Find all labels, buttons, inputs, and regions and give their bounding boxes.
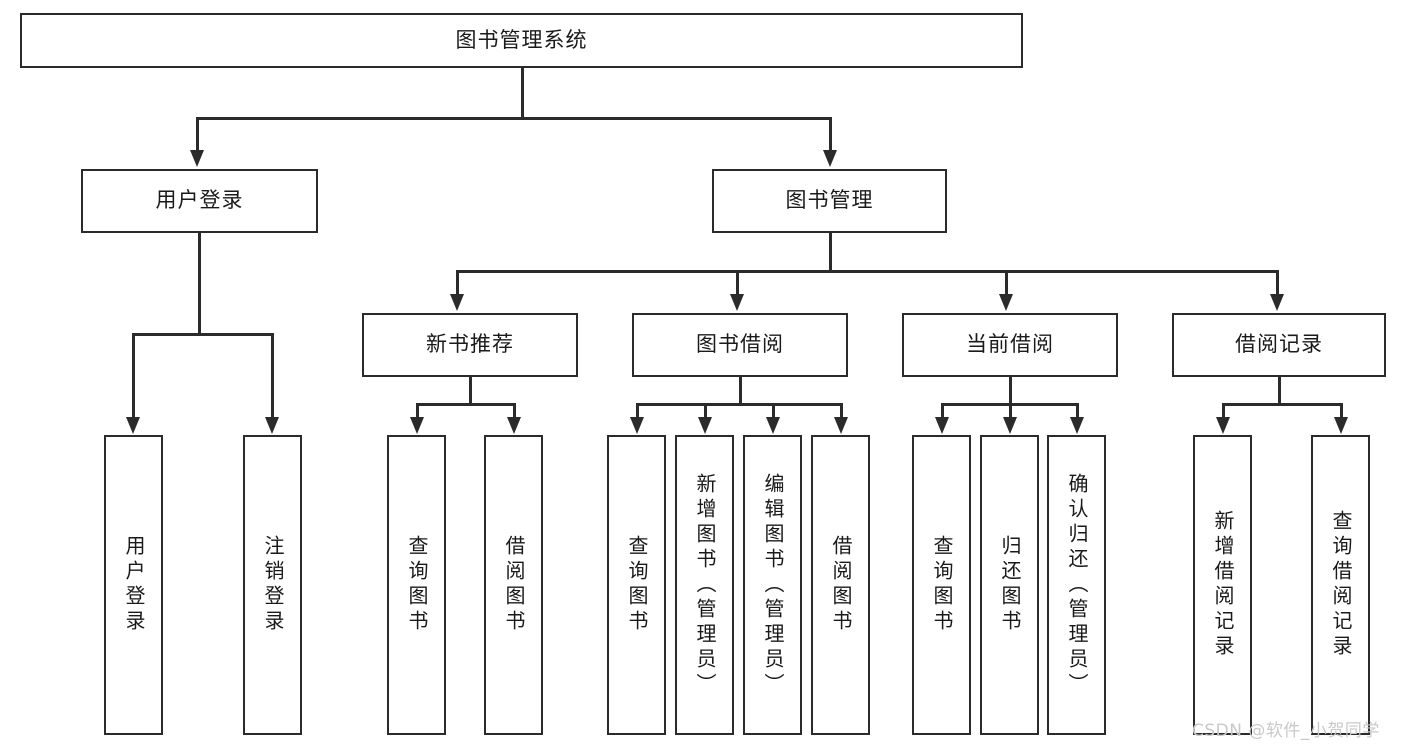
arrowhead-leaf-query-record bbox=[1334, 417, 1348, 434]
node-label: 当前借阅 bbox=[966, 332, 1054, 357]
arrowhead-leaf-borrow-book-1 bbox=[507, 417, 521, 434]
node-label: 借阅图书 bbox=[502, 535, 526, 635]
arrowhead-borrow-record bbox=[1270, 294, 1284, 311]
leaf-confirm-return[interactable]: 确认归还（管理员） bbox=[1047, 435, 1106, 735]
connector-book-management-stem bbox=[829, 233, 832, 272]
connector-cb-drop-1 bbox=[941, 403, 944, 418]
leaf-return-book[interactable]: 归还图书 bbox=[980, 435, 1039, 735]
leaf-borrow-book-1[interactable]: 借阅图书 bbox=[484, 435, 543, 735]
leaf-add-record[interactable]: 新增借阅记录 bbox=[1193, 435, 1252, 735]
arrowhead-leaf-query-book-2 bbox=[630, 417, 644, 434]
node-label: 查询图书 bbox=[930, 535, 954, 635]
connector-br-bus bbox=[1222, 403, 1342, 406]
leaf-query-record[interactable]: 查询借阅记录 bbox=[1311, 435, 1370, 735]
connector-nbr-stem bbox=[469, 377, 472, 405]
node-label: 借阅记录 bbox=[1235, 332, 1323, 357]
connector-user-login-bus bbox=[132, 333, 273, 336]
node-label: 图书管理系统 bbox=[455, 27, 588, 52]
node-book-management[interactable]: 图书管理 bbox=[712, 169, 947, 233]
connector-br-drop-2 bbox=[1340, 403, 1343, 418]
node-label: 用户登录 bbox=[155, 188, 244, 213]
connector-bm-drop-2 bbox=[736, 270, 739, 295]
connector-cb-drop-2 bbox=[1009, 403, 1012, 418]
node-label: 归还图书 bbox=[998, 535, 1022, 635]
node-label: 新增图书（管理员） bbox=[693, 472, 717, 698]
arrowhead-leaf-add-record bbox=[1216, 417, 1230, 434]
arrowhead-to-user-login bbox=[190, 150, 204, 167]
node-label: 查询图书 bbox=[625, 535, 649, 635]
connector-nbr-bus bbox=[416, 403, 516, 406]
connector-user-login-drop-1 bbox=[132, 333, 135, 418]
node-label: 用户登录 bbox=[122, 535, 146, 635]
node-label: 图书借阅 bbox=[696, 332, 784, 357]
node-label: 查询借阅记录 bbox=[1329, 510, 1353, 660]
connector-bb-bus bbox=[636, 403, 842, 406]
node-label: 编辑图书（管理员） bbox=[761, 472, 785, 698]
leaf-query-book-2[interactable]: 查询图书 bbox=[607, 435, 666, 735]
watermark-text: CSDN @软件_小贺同学 bbox=[1192, 721, 1380, 741]
node-label: 图书管理 bbox=[785, 188, 874, 213]
leaf-add-book[interactable]: 新增图书（管理员） bbox=[675, 435, 734, 735]
leaf-logout-login[interactable]: 注销登录 bbox=[243, 435, 302, 735]
connector-bb-drop-3 bbox=[772, 403, 775, 418]
connector-cb-drop-3 bbox=[1076, 403, 1079, 418]
connector-bm-drop-1 bbox=[456, 270, 459, 295]
arrowhead-leaf-logout-login bbox=[265, 417, 279, 434]
node-root-book-management-system[interactable]: 图书管理系统 bbox=[20, 13, 1023, 68]
arrowhead-leaf-confirm-return bbox=[1070, 417, 1084, 434]
leaf-edit-book[interactable]: 编辑图书（管理员） bbox=[743, 435, 802, 735]
connector-bb-drop-1 bbox=[636, 403, 639, 418]
arrowhead-leaf-return-book bbox=[1003, 417, 1017, 434]
connector-root-stem bbox=[521, 68, 524, 118]
connector-bm-drop-4 bbox=[1276, 270, 1279, 295]
node-label: 注销登录 bbox=[261, 535, 285, 635]
connector-bb-drop-4 bbox=[840, 403, 843, 418]
connector-user-login-stem bbox=[198, 233, 201, 334]
leaf-query-book-1[interactable]: 查询图书 bbox=[387, 435, 446, 735]
connector-bb-stem bbox=[739, 377, 742, 405]
arrowhead-leaf-add-book bbox=[698, 417, 712, 434]
arrowhead-leaf-query-book-1 bbox=[410, 417, 424, 434]
connector-nbr-drop-1 bbox=[416, 403, 419, 418]
connector-root-bus bbox=[196, 117, 832, 120]
node-new-book-recommend[interactable]: 新书推荐 bbox=[362, 313, 578, 377]
arrowhead-current-borrow bbox=[999, 294, 1013, 311]
connector-bb-drop-2 bbox=[704, 403, 707, 418]
node-label: 新增借阅记录 bbox=[1211, 510, 1235, 660]
node-label: 新书推荐 bbox=[426, 332, 514, 357]
arrowhead-to-book-management bbox=[823, 150, 837, 167]
connector-book-management-bus bbox=[456, 270, 1279, 273]
arrowhead-book-borrow bbox=[730, 294, 744, 311]
connector-nbr-drop-2 bbox=[513, 403, 516, 418]
node-book-borrow[interactable]: 图书借阅 bbox=[632, 313, 848, 377]
connector-root-to-user-login bbox=[196, 117, 199, 152]
connector-br-stem bbox=[1278, 377, 1281, 405]
node-label: 确认归还（管理员） bbox=[1065, 472, 1089, 698]
connector-bm-drop-3 bbox=[1005, 270, 1008, 295]
leaf-query-book-3[interactable]: 查询图书 bbox=[912, 435, 971, 735]
node-current-borrow[interactable]: 当前借阅 bbox=[902, 313, 1118, 377]
connector-user-login-drop-2 bbox=[271, 333, 274, 418]
node-label: 查询图书 bbox=[405, 535, 429, 635]
node-borrow-record[interactable]: 借阅记录 bbox=[1172, 313, 1386, 377]
arrowhead-leaf-edit-book bbox=[766, 417, 780, 434]
arrowhead-leaf-query-book-3 bbox=[935, 417, 949, 434]
connector-cb-stem bbox=[1009, 377, 1012, 405]
arrowhead-leaf-borrow-book-2 bbox=[834, 417, 848, 434]
node-user-login[interactable]: 用户登录 bbox=[81, 169, 318, 233]
leaf-borrow-book-2[interactable]: 借阅图书 bbox=[811, 435, 870, 735]
arrowhead-new-book-recommend bbox=[450, 294, 464, 311]
connector-br-drop-1 bbox=[1222, 403, 1225, 418]
leaf-user-login[interactable]: 用户登录 bbox=[104, 435, 163, 735]
connector-root-to-book-management bbox=[829, 117, 832, 152]
arrowhead-leaf-user-login bbox=[126, 417, 140, 434]
node-label: 借阅图书 bbox=[829, 535, 853, 635]
